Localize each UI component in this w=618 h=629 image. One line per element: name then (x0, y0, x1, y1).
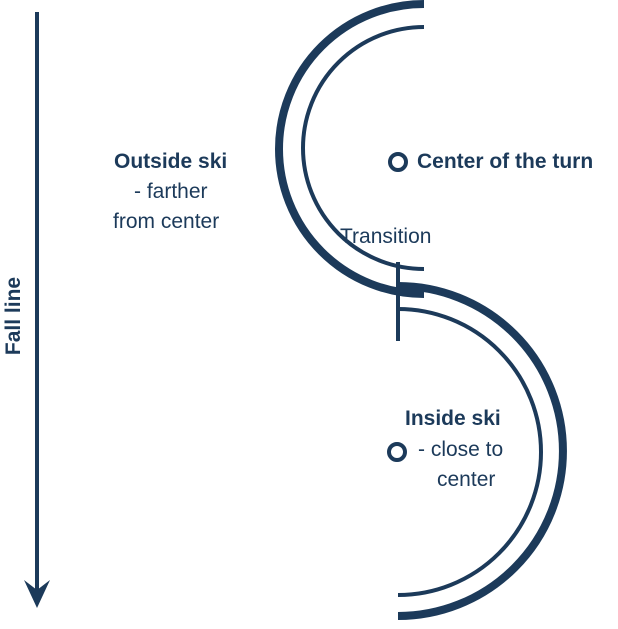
inside-ski-center-marker (387, 442, 407, 462)
outside-ski-upper-arc (275, 0, 425, 298)
inside-ski-title: Inside ski (405, 407, 501, 430)
transition-label: Transition (340, 225, 432, 248)
inside-ski-lower-arc (397, 307, 543, 597)
inside-ski-upper-arc (301, 25, 425, 271)
center-of-turn-label: Center of the turn (417, 150, 594, 173)
outside-ski-lower-arc (397, 282, 567, 620)
inside-ski-description-line2: center (437, 468, 496, 491)
outside-ski-description-line1: - farther (134, 180, 208, 203)
outside-ski-title: Outside ski (114, 150, 228, 173)
center-of-turn-marker (388, 152, 408, 172)
inside-ski-description-line1: - close to (418, 438, 504, 461)
fall-line-arrowhead (24, 580, 50, 608)
outside-ski-description-line2: from center (113, 210, 220, 233)
fall-line-text: Fall line (2, 276, 25, 356)
